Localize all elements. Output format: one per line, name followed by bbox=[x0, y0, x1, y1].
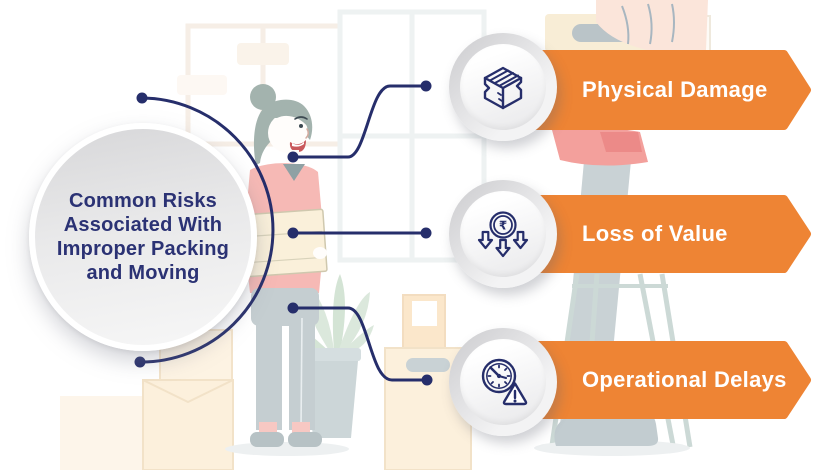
risk-badge-physical-damage bbox=[449, 33, 557, 141]
clock-warning-icon bbox=[481, 358, 528, 406]
risk-banner-label-3: Operational Delays bbox=[582, 367, 787, 392]
connector-line-1 bbox=[291, 84, 428, 159]
damaged-box-icon bbox=[483, 66, 523, 110]
risk-banner-label-2: Loss of Value bbox=[582, 221, 728, 246]
connector-line-3 bbox=[291, 306, 429, 382]
woman-character-illustration bbox=[225, 84, 349, 456]
rupee-value-down-icon: ₹ bbox=[477, 211, 529, 258]
connector-dots bbox=[134, 80, 433, 386]
title-circle: Common Risks Associated With Improper Pa… bbox=[29, 123, 257, 351]
svg-text:₹: ₹ bbox=[499, 219, 507, 233]
mover-arm-box-illustration bbox=[545, 0, 711, 166]
connector-arc bbox=[138, 96, 275, 364]
risk-banner-label-1: Physical Damage bbox=[582, 77, 768, 102]
moving-boxes-illustration bbox=[60, 294, 472, 470]
risk-badge-loss-of-value: ₹ bbox=[449, 180, 557, 288]
infographic-title: Common Risks Associated With Improper Pa… bbox=[56, 190, 230, 284]
risk-badge-operational-delays bbox=[449, 328, 557, 436]
